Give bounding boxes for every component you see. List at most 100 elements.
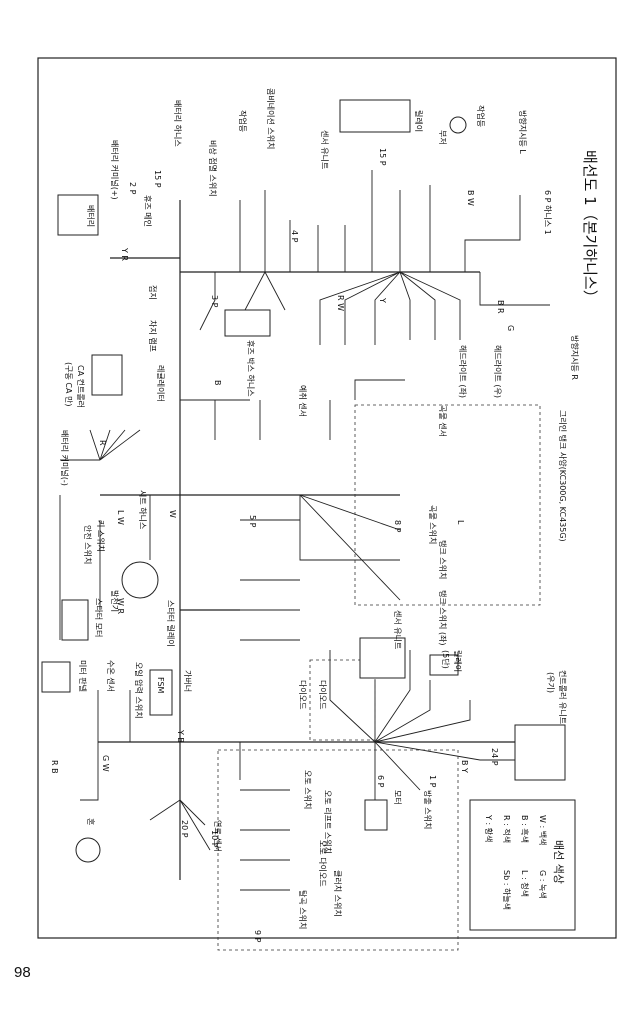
legend-item: Sb : 하늘색 <box>502 870 512 910</box>
wire-gw: G W <box>101 755 110 772</box>
connector-20p: 20 P <box>180 820 189 838</box>
upper-sub-branches <box>199 271 286 331</box>
grain-sensor-label: 곡물 센서 <box>438 405 448 437</box>
buzzer-label: 부저 <box>438 130 447 145</box>
wire-by: B Y <box>460 760 469 773</box>
wire-w: W <box>168 510 177 518</box>
control-unit-sub-label: (우기) <box>546 672 555 693</box>
control-unit-symbol <box>514 724 566 781</box>
horn-label: 혼 <box>86 818 96 825</box>
diode-region <box>309 659 376 741</box>
legend-item: G : 녹색 <box>538 870 548 899</box>
hazard-label: 비상 점멸 스위치 <box>208 140 218 197</box>
alternator-label: 발전기 <box>110 590 120 612</box>
water-temp-label: 수온 센서 <box>106 660 116 692</box>
fuse-box-label: 휴즈 박스 하니스 <box>246 340 256 397</box>
sensor-unit-bottom-label: 센서 유니트 <box>393 610 403 649</box>
diode-2-label: 다이오드 <box>318 680 328 709</box>
blinker-r-label: 방향지시등 R <box>570 335 580 380</box>
connector-6p: 6 P <box>376 775 385 788</box>
legend-title: 배선 색상 <box>552 840 565 884</box>
wire-yb: Y B <box>176 729 185 743</box>
wire-wr: W R <box>116 598 125 614</box>
connector-9p: 9 P <box>253 930 262 943</box>
motor-label: 모터 <box>393 790 402 805</box>
tank-switch-b-label: 탱크 스위치 (좌) <box>438 590 448 646</box>
combination-switch-label: 콤비네이션 스위치 <box>266 88 276 149</box>
starter-motor-symbol <box>61 599 89 641</box>
wire-y: Y <box>378 297 387 303</box>
battery-symbol <box>57 194 99 236</box>
battery-minus-label: 배터리 커미널(-) <box>60 430 69 486</box>
fsm-symbol <box>149 669 173 716</box>
alternator-fan <box>59 495 151 640</box>
grain-switch-label: 곡물 스위치 <box>428 505 437 544</box>
sensor-unit-label: 센서 유니트 <box>320 130 330 169</box>
tank-switch-a-label: 탱크 스위치 <box>438 540 448 579</box>
connector-24p: 24 P <box>490 748 499 766</box>
motor-symbol <box>364 799 388 831</box>
meter-panel-label: 미터 판넬 <box>78 660 87 692</box>
thresher-switch-label: 탈곡 스위치 <box>298 890 308 929</box>
ca-controller-symbol <box>91 354 123 396</box>
wire-rb: R B <box>50 760 59 774</box>
connector-15p-b: 15 P <box>378 148 387 166</box>
wire-b: B <box>213 380 222 386</box>
meter-panel-symbol <box>41 661 71 693</box>
starter-relay-label: 스타터 릴레이 <box>166 600 176 647</box>
grain-tank-option-region <box>354 404 541 606</box>
fuse-box-symbol <box>224 309 271 337</box>
connector-15p-a: 15 P <box>153 170 162 188</box>
meter-branches <box>80 690 131 801</box>
connector-4p: 4 P <box>290 230 299 243</box>
auto-diode-label: 오토 다이오드 <box>318 840 328 887</box>
relay-top-label: 릴레이 <box>414 110 424 132</box>
tank-switch-fan <box>240 494 401 601</box>
battery-plus-label: 배터리 커미널(+) <box>110 140 119 200</box>
sensor-unit-symbol <box>359 637 406 679</box>
wire-r: R <box>98 440 107 446</box>
legend-item: R : 적색 <box>502 815 512 843</box>
wire-br: B R <box>496 300 505 314</box>
battery-label: 배터리 <box>86 205 95 227</box>
blinker-branch <box>479 272 550 306</box>
connector-1p: 1 P <box>428 775 437 788</box>
relay-symbol <box>429 654 459 676</box>
page-number: 98 <box>14 964 31 981</box>
auto-region <box>217 749 459 951</box>
ground-label: 접지 <box>148 285 158 300</box>
ca-controller-sub-label: (구동 CA 만) <box>64 362 73 406</box>
legend-item: Y : 황색 <box>484 814 494 842</box>
diode-1-label: 다이오드 <box>298 680 308 709</box>
wire-yr: Y R <box>120 247 129 261</box>
key-switch-label: 키 스위치 <box>96 520 105 552</box>
diagram-title: 배선도 1（본기하니스） <box>581 150 599 305</box>
regulator-label: 레귤레이터 <box>156 365 166 402</box>
clutch-switch-label: 클러치 스위치 <box>333 870 342 917</box>
release-switch-label: 방출 스위치 <box>423 790 433 829</box>
connector-10p: 10 P <box>210 830 219 848</box>
legend-item: B : 흑색 <box>520 815 530 843</box>
legend-box <box>469 799 576 931</box>
wire-bw: B W <box>466 190 475 206</box>
upper-branches <box>239 170 521 272</box>
oil-pressure-label: 오일 압력 스위치 <box>134 662 144 719</box>
diagram-frame <box>37 57 617 939</box>
auto-lift-label: 오토 리프트 스위치 <box>323 790 332 854</box>
work-light-label: 작업등 <box>238 110 248 132</box>
work-light-top-label: 작업등 <box>476 105 486 127</box>
ca-controller-label: CA 컨트롤러 <box>76 365 86 408</box>
wire-lw: L W <box>116 510 125 525</box>
meter-unit-symbol <box>339 99 411 133</box>
alternator-symbol <box>121 561 159 599</box>
legend-item: L : 청색 <box>520 870 530 897</box>
wire-rw: R W <box>336 295 345 311</box>
blinker-l-label: 방향지시등 L <box>518 110 528 154</box>
lower-left-fan <box>240 579 300 641</box>
governor-label: 가버너 <box>183 670 193 692</box>
main-harness-label: 6 P 하니스 1 <box>543 190 553 235</box>
middle-branches <box>180 379 405 440</box>
